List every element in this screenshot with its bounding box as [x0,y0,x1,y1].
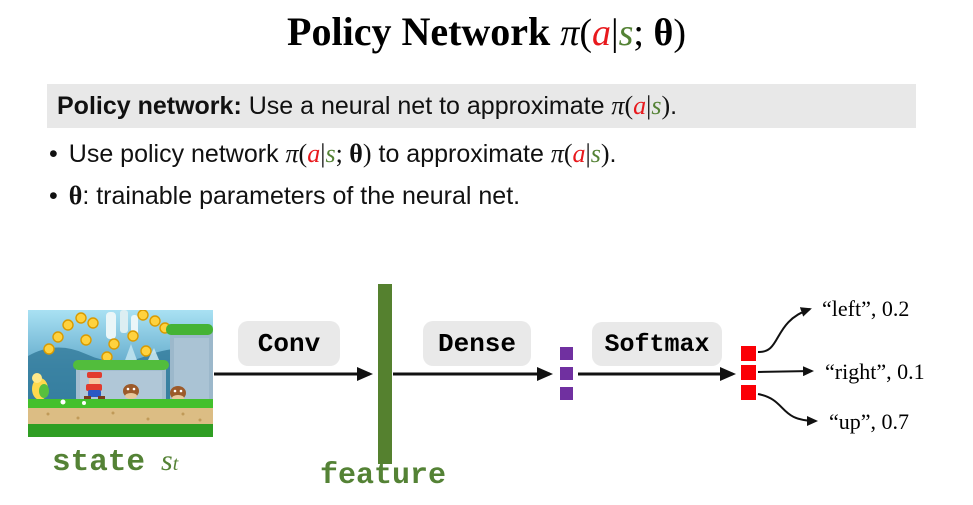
bullet-1-pre: Use policy network [68,140,286,168]
feature-vector-bar [378,284,392,464]
definition-lead: Policy network: [57,91,242,120]
dense-label: Dense [437,328,516,359]
dense-layer-box: Dense [423,321,531,366]
title-text: Policy Network [287,9,551,54]
bullet-1-period: . [609,140,617,168]
output-unit-square [741,346,756,361]
connector-to-left-label [757,307,812,354]
output-unit-square [741,385,756,400]
math-pi-a-s-theta: π(a|s; θ) [285,139,372,168]
hidden-unit-square [560,367,573,380]
softmax-label: Softmax [604,329,710,359]
definition-body: Use a neural net to approximate [241,91,612,120]
theta-symbol: θ [68,181,83,210]
state-subscript: t [172,453,179,475]
bullet-2-text: : trainable parameters of the neural net… [82,182,521,210]
state-word: state [52,445,146,480]
state-symbol: s [161,444,173,477]
game-screenshot [28,310,213,437]
output-label-up: “up”, 0.7 [829,409,910,434]
bullet-marker: • [49,140,58,168]
output-label-right: “right”, 0.1 [825,359,925,384]
bullet-1: • Use policy network π(a|s; θ) to approxi… [49,139,616,169]
bullet-1-mid: to approximate [371,140,551,168]
bullet-marker: • [49,182,58,210]
conv-label: Conv [257,328,321,359]
output-unit-square [741,365,756,380]
connector-to-up-label [757,393,818,426]
mario-sprite [84,372,105,399]
feature-caption: feature [320,459,447,493]
definition-period: . [670,91,678,120]
ground [28,399,213,437]
output-label-left: “left”, 0.2 [822,296,910,321]
bullet-2: • θ: trainable parameters of the neural n… [49,181,520,211]
math-pi-a-s: π(a|s) [550,139,610,168]
softmax-layer-box: Softmax [592,322,722,366]
definition-box: Policy network: Use a neural net to appr… [47,84,916,128]
math-pi-a-s-theta: π(a|s; θ) [560,12,686,54]
conv-layer-box: Conv [238,321,340,366]
koopa-sprite [32,373,49,400]
hidden-unit-square [560,347,573,360]
platforms [73,324,213,408]
math-pi-a-s: π(a|s) [611,91,671,120]
connector-to-right-label [757,366,814,377]
hidden-unit-square [560,387,573,400]
